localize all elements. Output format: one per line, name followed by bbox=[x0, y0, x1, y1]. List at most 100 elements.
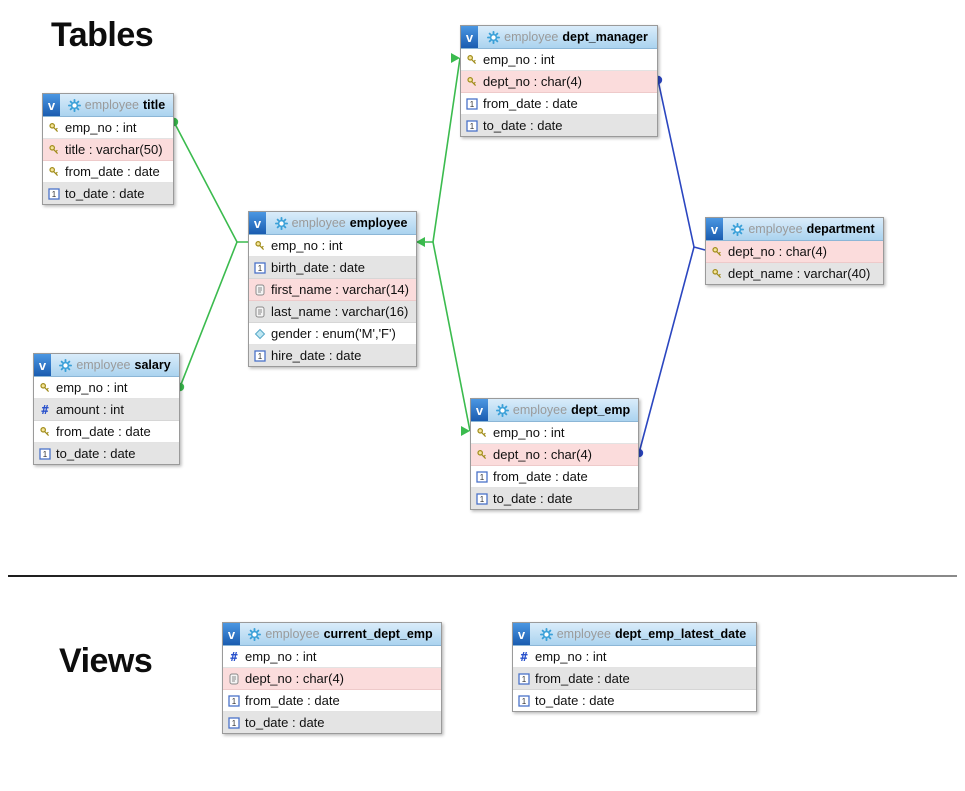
column-row[interactable]: dept_no : char(4) bbox=[461, 71, 657, 93]
column-label: emp_no : int bbox=[493, 425, 565, 440]
view-badge-icon: v bbox=[471, 399, 488, 421]
column-row[interactable]: emp_no : int bbox=[471, 422, 638, 444]
date-icon: 1 bbox=[39, 447, 51, 460]
column-row[interactable]: 1 to_date : date bbox=[223, 712, 441, 733]
table-dept-manager-header[interactable]: v employee dept_manager bbox=[461, 26, 657, 49]
column-row[interactable]: emp_no : int bbox=[43, 117, 173, 139]
column-row[interactable]: title : varchar(50) bbox=[43, 139, 173, 161]
section-divider bbox=[8, 575, 957, 577]
text-type-icon bbox=[254, 306, 266, 318]
column-label: dept_name : varchar(40) bbox=[728, 266, 871, 281]
column-row[interactable]: last_name : varchar(16) bbox=[249, 301, 416, 323]
table-department[interactable]: v employee department dept_no : char(4) … bbox=[705, 217, 884, 285]
date-icon: 1 bbox=[228, 694, 240, 707]
gear-icon bbox=[495, 403, 509, 417]
column-label: amount : int bbox=[56, 402, 124, 417]
view-badge-icon: v bbox=[223, 623, 240, 645]
table-employee-header[interactable]: v employee employee bbox=[249, 212, 416, 235]
enum-icon bbox=[254, 328, 266, 340]
column-label: dept_no : char(4) bbox=[493, 447, 593, 462]
view-dept-emp-latest-date-header[interactable]: v employee dept_emp_latest_date bbox=[513, 623, 756, 646]
schema-label: employee bbox=[556, 627, 611, 641]
column-label: from_date : date bbox=[56, 424, 151, 439]
column-row[interactable]: # emp_no : int bbox=[223, 646, 441, 668]
column-label: emp_no : int bbox=[56, 380, 128, 395]
table-dept-manager[interactable]: v employee dept_manager emp_no : int dep… bbox=[460, 25, 658, 137]
column-label: emp_no : int bbox=[483, 52, 555, 67]
column-label: to_date : date bbox=[65, 186, 145, 201]
table-dept-emp-header[interactable]: v employee dept_emp bbox=[471, 399, 638, 422]
column-row[interactable]: dept_no : char(4) bbox=[471, 444, 638, 466]
text-type-icon bbox=[228, 673, 240, 685]
table-salary[interactable]: v employee salary emp_no : int # amount … bbox=[33, 353, 180, 465]
column-row[interactable]: emp_no : int bbox=[461, 49, 657, 71]
view-current-dept-emp-header[interactable]: v employee current_dept_emp bbox=[223, 623, 441, 646]
column-row[interactable]: dept_name : varchar(40) bbox=[706, 263, 883, 284]
schema-label: employee bbox=[291, 216, 346, 230]
column-row[interactable]: dept_no : char(4) bbox=[223, 668, 441, 690]
column-row[interactable]: 1 to_date : date bbox=[513, 690, 756, 711]
relation-employee-deptmanager bbox=[432, 57, 461, 243]
column-row[interactable]: 1 to_date : date bbox=[461, 115, 657, 136]
column-row[interactable]: # amount : int bbox=[34, 399, 179, 421]
schema-label: employee bbox=[84, 98, 139, 112]
column-row[interactable]: # emp_no : int bbox=[513, 646, 756, 668]
column-row[interactable]: 1 birth_date : date bbox=[249, 257, 416, 279]
key-icon bbox=[476, 427, 488, 439]
key-icon bbox=[39, 426, 51, 438]
int-icon: # bbox=[41, 402, 49, 417]
column-row[interactable]: emp_no : int bbox=[249, 235, 416, 257]
column-row[interactable]: from_date : date bbox=[43, 161, 173, 183]
view-badge-icon: v bbox=[461, 26, 478, 48]
gear-icon bbox=[274, 216, 288, 230]
column-label: emp_no : int bbox=[65, 120, 137, 135]
date-icon: 1 bbox=[254, 261, 266, 274]
svg-text:1: 1 bbox=[522, 697, 527, 706]
table-title[interactable]: v employee title emp_no : int title : va… bbox=[42, 93, 174, 205]
column-label: from_date : date bbox=[483, 96, 578, 111]
column-row[interactable]: dept_no : char(4) bbox=[706, 241, 883, 263]
svg-text:1: 1 bbox=[470, 100, 475, 109]
column-row[interactable]: 1 from_date : date bbox=[461, 93, 657, 115]
date-icon: 1 bbox=[48, 187, 60, 200]
date-icon: 1 bbox=[254, 349, 266, 362]
column-row[interactable]: 1 to_date : date bbox=[43, 183, 173, 204]
table-employee[interactable]: v employee employee emp_no : int 1 birth… bbox=[248, 211, 417, 367]
column-row[interactable]: 1 to_date : date bbox=[34, 443, 179, 464]
gear-icon bbox=[487, 30, 501, 44]
column-row[interactable]: 1 from_date : date bbox=[513, 668, 756, 690]
key-icon bbox=[466, 54, 478, 66]
view-badge-icon: v bbox=[706, 218, 723, 240]
column-row[interactable]: 1 from_date : date bbox=[471, 466, 638, 488]
table-salary-header[interactable]: v employee salary bbox=[34, 354, 179, 377]
column-row[interactable]: 1 hire_date : date bbox=[249, 345, 416, 366]
view-dept-emp-latest-date[interactable]: v employee dept_emp_latest_date # emp_no… bbox=[512, 622, 757, 712]
column-row[interactable]: 1 from_date : date bbox=[223, 690, 441, 712]
column-row[interactable]: first_name : varchar(14) bbox=[249, 279, 416, 301]
date-icon: 1 bbox=[466, 97, 478, 110]
gear-icon bbox=[539, 627, 553, 641]
table-title-header[interactable]: v employee title bbox=[43, 94, 173, 117]
table-name: current_dept_emp bbox=[323, 627, 433, 641]
column-label: last_name : varchar(16) bbox=[271, 304, 409, 319]
view-dept-emp-latest-date-header-text: employee dept_emp_latest_date bbox=[530, 623, 756, 645]
table-name: dept_manager bbox=[562, 30, 648, 44]
column-row[interactable]: emp_no : int bbox=[34, 377, 179, 399]
gear-icon bbox=[248, 627, 262, 641]
date-icon: 1 bbox=[228, 716, 240, 729]
column-label: gender : enum('M','F') bbox=[271, 326, 396, 341]
column-row[interactable]: from_date : date bbox=[34, 421, 179, 443]
schema-label: employee bbox=[748, 222, 803, 236]
view-current-dept-emp[interactable]: v employee current_dept_emp # emp_no : i… bbox=[222, 622, 442, 734]
key-icon bbox=[711, 246, 723, 258]
svg-text:1: 1 bbox=[43, 450, 48, 459]
view-current-dept-emp-header-text: employee current_dept_emp bbox=[240, 623, 441, 645]
key-icon bbox=[711, 268, 723, 280]
column-row[interactable]: gender : enum('M','F') bbox=[249, 323, 416, 345]
table-name: dept_emp_latest_date bbox=[614, 627, 747, 641]
green-arrowhead bbox=[451, 53, 460, 63]
table-department-header[interactable]: v employee department bbox=[706, 218, 883, 241]
column-row[interactable]: 1 to_date : date bbox=[471, 488, 638, 509]
table-dept-emp[interactable]: v employee dept_emp emp_no : int dept_no… bbox=[470, 398, 639, 510]
view-badge-icon: v bbox=[34, 354, 51, 376]
